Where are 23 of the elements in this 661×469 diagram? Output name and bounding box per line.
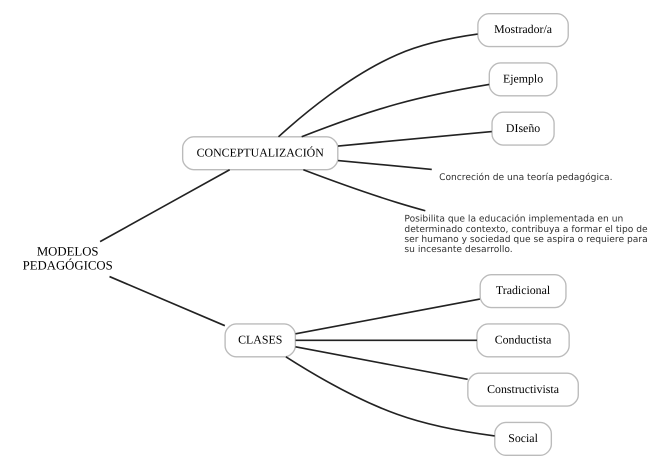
- connector: [278, 33, 478, 138]
- node-text: Concreción de una teoría pedagógica.: [439, 173, 612, 184]
- node-box: Tradicional: [479, 274, 567, 308]
- connector: [338, 160, 432, 170]
- connector: [295, 298, 480, 335]
- node-box: CLASES: [224, 323, 296, 358]
- node-box: Ejemplo: [488, 62, 558, 96]
- node-text: MODELOS PEDAGÓGICOS: [22, 244, 113, 272]
- node-text: Posibilita que la educación implementada en un determinado contexto, contribuya a formar el tipo de ser humano y sociedad que se aspira o requiere para su incesante desarrollo.: [404, 214, 648, 255]
- connector: [303, 169, 426, 212]
- connector: [109, 276, 226, 326]
- connector: [100, 169, 230, 242]
- connector: [296, 340, 477, 342]
- node-box: Constructivista: [467, 372, 579, 407]
- node-box: DIseño: [491, 112, 555, 146]
- node-box: Mostrador/a: [477, 12, 569, 48]
- connector: [338, 130, 492, 147]
- node-box: Social: [494, 422, 552, 456]
- node-box: CONCEPTUALIZACIÓN: [182, 136, 338, 170]
- connector: [285, 356, 495, 437]
- connector: [295, 346, 468, 380]
- node-box: Conductista: [476, 323, 570, 358]
- connector: [301, 84, 490, 138]
